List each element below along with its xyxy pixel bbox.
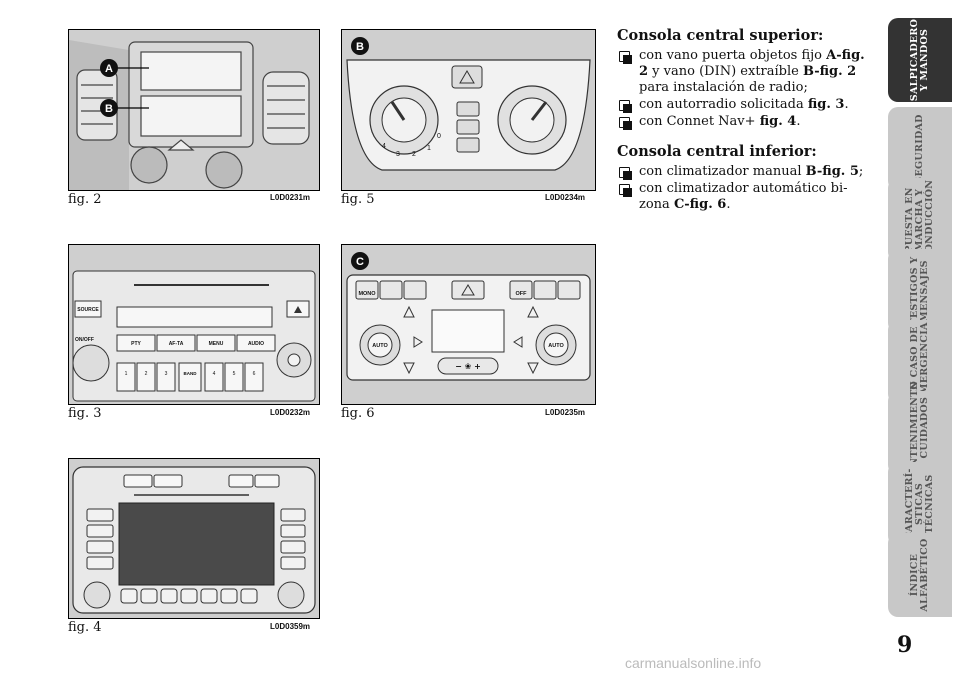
figure-6-label: fig. 6 bbox=[341, 406, 375, 421]
callout-b-letter: B bbox=[356, 41, 364, 53]
list-item: con Connet Nav+ fig. 4. bbox=[617, 114, 872, 130]
figure-4-code: L0D0359m bbox=[270, 622, 311, 631]
section-2-title: Consola central inferior: bbox=[617, 143, 817, 160]
figure-3-label: fig. 3 bbox=[68, 406, 102, 421]
figure-4-label: fig. 4 bbox=[68, 620, 102, 635]
figure-5-code: L0D0234m bbox=[545, 193, 586, 202]
pty-button-label: PTY bbox=[131, 341, 141, 347]
audio-button-label: AUDIO bbox=[248, 341, 264, 347]
figure-5-label: fig. 5 bbox=[341, 192, 375, 207]
off-button-label: OFF bbox=[516, 291, 528, 297]
callout-b-marker bbox=[351, 37, 369, 55]
callout-a-letter: A bbox=[105, 63, 113, 75]
fan-control-label: − ❀ + bbox=[455, 362, 481, 371]
auto-right-label: AUTO bbox=[548, 343, 564, 349]
afta-button-label: AF-TA bbox=[169, 341, 184, 347]
menu-button-label: MENU bbox=[209, 341, 224, 347]
preset-5-label: 5 bbox=[233, 371, 236, 377]
preset-2-label: 2 bbox=[145, 371, 148, 377]
dial-number-4: 4 bbox=[382, 143, 386, 150]
figure-2-dashboard-compartments: A B bbox=[68, 29, 320, 191]
tab-seguridad[interactable]: SEGURIDAD bbox=[888, 107, 952, 191]
section-1-list: con vano puerta objetos fijo A-fig. 2 y … bbox=[617, 48, 872, 130]
figure-3-car-radio: SOURCE ON/OFF PTY AF-TA MENU AUDIO BAND … bbox=[68, 244, 320, 405]
watermark: carmanualsonline.info bbox=[625, 655, 762, 671]
source-button-label: SOURCE bbox=[77, 307, 99, 313]
figure-6-code: L0D0235m bbox=[545, 408, 586, 417]
figure-2-code: L0D0231m bbox=[270, 193, 311, 202]
dial-number-0: 0 bbox=[437, 133, 441, 140]
dial-number-1: 1 bbox=[427, 145, 431, 152]
figure-2-label: fig. 2 bbox=[68, 192, 102, 207]
section-2-list: con climatizador manual B-fig. 5; con cl… bbox=[617, 164, 872, 213]
callout-a-marker bbox=[100, 59, 118, 77]
callout-b-marker bbox=[100, 99, 118, 117]
band-button-label: BAND bbox=[184, 371, 198, 376]
mono-button-label: MONO bbox=[358, 291, 376, 297]
dial-number-2: 2 bbox=[412, 151, 416, 158]
list-item: con climatizador automático bi-zona C-fi… bbox=[617, 181, 872, 213]
callout-c-marker bbox=[351, 252, 369, 270]
list-item: con climatizador manual B-fig. 5; bbox=[617, 164, 872, 180]
preset-3-label: 3 bbox=[165, 371, 168, 377]
page-number: 9 bbox=[897, 632, 913, 658]
section-1-title: Consola central superior: bbox=[617, 27, 824, 44]
dial-number-3: 3 bbox=[396, 151, 400, 158]
figure-5-manual-climate: 4 3 2 1 0 B bbox=[341, 29, 596, 191]
callout-b-letter: B bbox=[105, 103, 113, 115]
preset-4-label: 4 bbox=[213, 371, 216, 377]
list-item: con vano puerta objetos fijo A-fig. 2 y … bbox=[617, 48, 872, 96]
callout-c-letter: C bbox=[356, 256, 364, 268]
list-item: con autorradio solicitada fig. 3. bbox=[617, 97, 872, 113]
figure-4-connect-nav bbox=[68, 458, 320, 619]
auto-left-label: AUTO bbox=[372, 343, 388, 349]
main-text: Consola central superior: con vano puert… bbox=[617, 28, 872, 214]
figure-6-automatic-climate: MONO OFF AUTO AUTO − ❀ + C bbox=[341, 244, 596, 405]
figure-3-code: L0D0232m bbox=[270, 408, 311, 417]
preset-1-label: 1 bbox=[125, 371, 128, 377]
preset-6-label: 6 bbox=[253, 371, 256, 377]
onoff-button-label: ON/OFF bbox=[75, 337, 94, 343]
